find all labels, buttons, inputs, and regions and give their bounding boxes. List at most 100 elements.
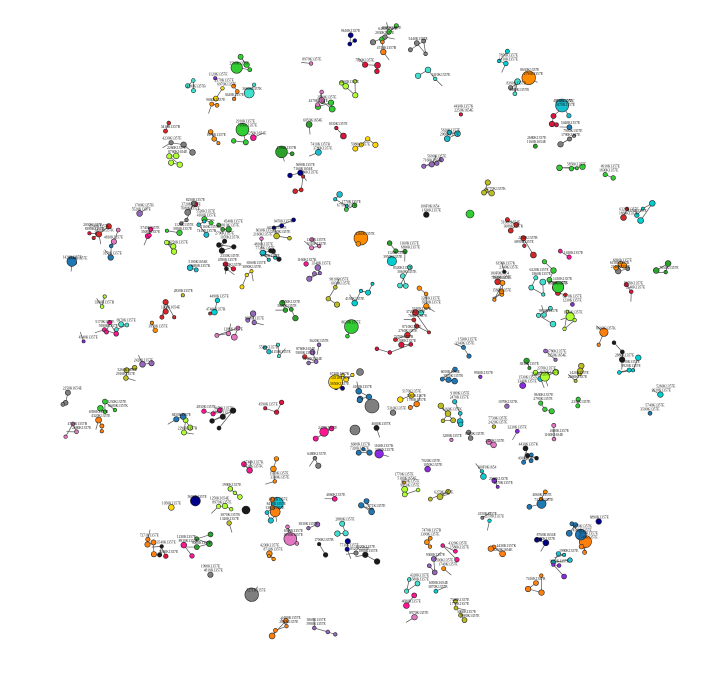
- graph-labels: 1630K1357E100F0K16543380K1357B5431K1357K…: [63, 26, 680, 626]
- graph-node: [193, 267, 199, 273]
- graph-node: [565, 312, 575, 322]
- graph-node: [208, 311, 213, 316]
- graph-node: [279, 299, 286, 306]
- graph-node: [252, 82, 257, 87]
- node-label: 6320K1357E: [356, 545, 376, 549]
- graph-hub-node: [349, 424, 361, 436]
- graph-node: [283, 618, 289, 624]
- node-label: 2420K1357E: [488, 421, 508, 425]
- graph-node: [407, 577, 412, 582]
- graph-node: [555, 98, 569, 113]
- node-label: 7160K1654E: [294, 167, 314, 171]
- node-label: 8630K1357E: [534, 393, 554, 397]
- graph-node: [570, 302, 575, 307]
- graph-node: [230, 266, 236, 272]
- node-label: 5520K1357E: [132, 208, 152, 212]
- node-label: 4490K1357E: [621, 360, 641, 364]
- node-label: 3500K1357E: [141, 230, 161, 234]
- node-label: 6690K1357E: [401, 246, 421, 250]
- graph-hub-node: [465, 209, 475, 219]
- graph-node: [350, 372, 355, 377]
- graph-node: [194, 536, 200, 542]
- node-label: 6050K1654E: [429, 581, 449, 585]
- graph-node: [411, 614, 418, 621]
- graph-node: [216, 222, 221, 228]
- graph-edge: [314, 627, 328, 633]
- graph-node: [538, 400, 544, 406]
- graph-node: [333, 285, 338, 290]
- node-label: 6050K1654E: [303, 119, 323, 123]
- graph-node: [279, 223, 285, 229]
- graph-node: [575, 528, 587, 541]
- node-label: 1410K1357E: [553, 277, 573, 281]
- node-label: 1740K1357E: [438, 563, 458, 567]
- graph-node: [297, 169, 304, 176]
- graph-node: [374, 68, 380, 75]
- node-label: 9300K1357E: [536, 537, 556, 541]
- graph-node: [630, 368, 635, 373]
- graph-node: [386, 240, 393, 246]
- graph-node: [479, 469, 485, 474]
- graph-node: [266, 349, 272, 355]
- graph-node: [66, 256, 78, 267]
- node-label: 6150K1357K: [496, 262, 516, 266]
- node-label: 4160K1357E: [353, 385, 373, 389]
- node-label: 2370K1357E: [485, 515, 505, 519]
- node-label: 9300K1357E: [426, 553, 446, 557]
- node-label: 5520K1357E: [259, 346, 279, 350]
- graph-node: [312, 271, 317, 277]
- graph-node: [611, 340, 617, 345]
- graph-node: [530, 251, 537, 259]
- node-label: 1160K1654E: [544, 433, 564, 437]
- graph-node: [309, 245, 314, 251]
- graph-node: [355, 388, 362, 395]
- graph-node: [99, 423, 105, 429]
- node-label: 4320K1357E: [410, 574, 430, 578]
- node-label: 3060K1357E: [457, 610, 477, 614]
- node-label: 7271K1357E: [366, 504, 386, 508]
- graph-node: [499, 280, 506, 286]
- node-label: 2030K1357E: [375, 31, 395, 35]
- graph-node: [250, 310, 257, 317]
- node-label: 5170K1357E: [402, 389, 422, 393]
- node-label: 100F0K1654: [477, 465, 496, 469]
- graph-node: [342, 530, 349, 537]
- node-label: 4810K1357E: [104, 236, 124, 240]
- graph-node: [270, 504, 276, 510]
- graph-node: [97, 405, 104, 412]
- node-label: 6560K1357E: [247, 261, 267, 265]
- node-label: 4740K1357B: [206, 308, 226, 312]
- graph-node: [649, 200, 656, 207]
- graph-node: [444, 135, 451, 142]
- node-label: 3720K1357E: [406, 310, 426, 314]
- graph-node: [413, 401, 420, 408]
- graph-node: [180, 541, 188, 549]
- graph-node: [507, 227, 514, 234]
- graph-node: [533, 275, 539, 281]
- node-label: 7900K1357E: [407, 394, 427, 398]
- node-label: 3950K1357E: [173, 227, 193, 231]
- graph-node: [70, 421, 76, 427]
- graph-node: [414, 580, 421, 587]
- graph-node: [243, 61, 250, 68]
- node-label: 1320K1357E: [307, 238, 327, 242]
- node-label: 4680K1357E: [372, 422, 392, 426]
- graph-node: [567, 557, 573, 563]
- node-label: 7271K1357E: [140, 533, 160, 537]
- graph-edge: [553, 559, 571, 563]
- graph-node: [461, 617, 468, 623]
- graph-node: [123, 367, 130, 374]
- graph-node: [262, 345, 267, 350]
- node-label: 3680K1357K: [242, 87, 262, 91]
- node-label: 2540K1357E: [578, 536, 598, 540]
- node-label: 8760K1654E: [296, 347, 316, 351]
- graph-node: [363, 498, 370, 504]
- graph-node: [534, 456, 539, 461]
- graph-node: [503, 60, 509, 67]
- graph-node: [218, 247, 225, 254]
- graph-node: [356, 397, 363, 404]
- graph-node: [461, 344, 466, 350]
- node-label: 7160K1654E: [303, 357, 323, 361]
- graph-node: [548, 408, 555, 415]
- node-label: 8630K1357E: [342, 321, 362, 325]
